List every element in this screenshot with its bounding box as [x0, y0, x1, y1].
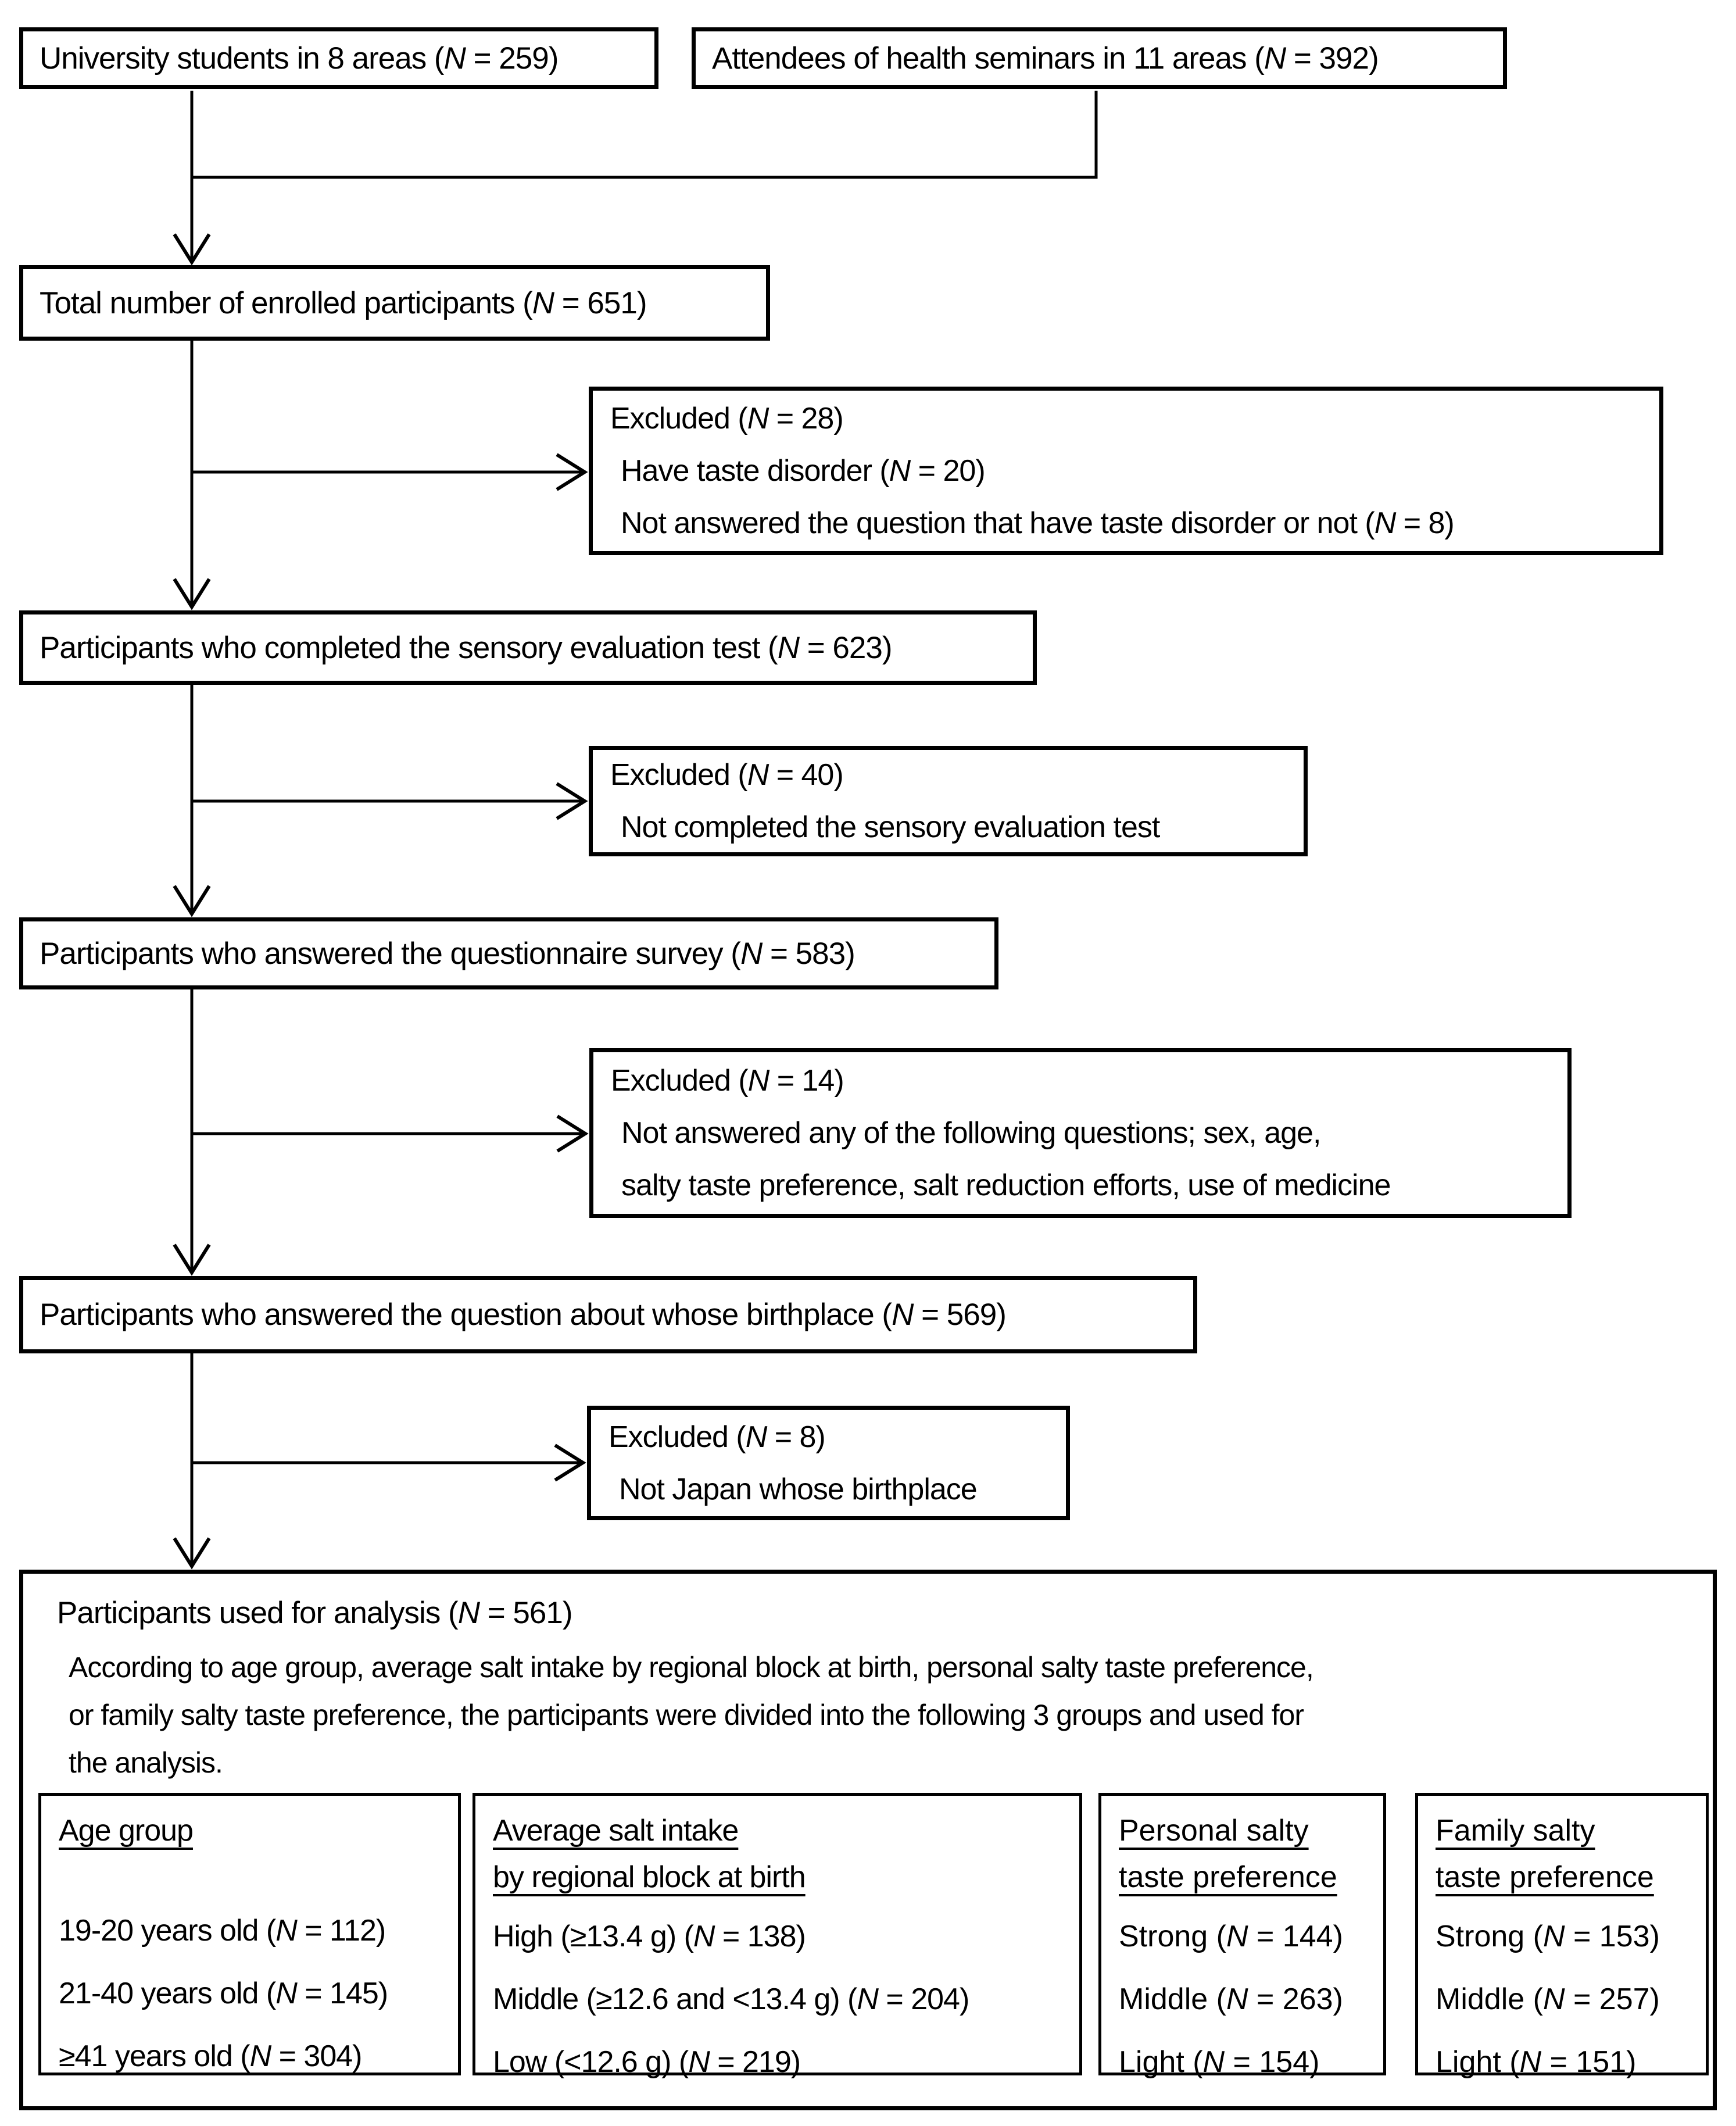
- step-box-sensory-evaluation: Participants who completed the sensory e…: [19, 610, 1037, 685]
- group-line: Middle (≥12.6 and <13.4 g) (N = 204): [493, 1982, 969, 2016]
- group-line: Strong (N = 153): [1436, 1920, 1660, 1953]
- group-line: Light (N = 154): [1119, 2045, 1320, 2079]
- excluded-title: Excluded (N = 14): [611, 1064, 844, 1098]
- group-line: Light (N = 151): [1436, 2045, 1637, 2079]
- group-title-line: Average salt intake: [493, 1814, 739, 1848]
- group-title-line: Age group: [59, 1814, 194, 1848]
- group-line: High (≥13.4 g) (N = 138): [493, 1920, 806, 1953]
- merge-line-from-seminars: [193, 91, 1098, 179]
- step-box-birthplace-question: Participants who answered the question a…: [19, 1276, 1197, 1353]
- group-box-age-group: Age group 19-20 years old (N = 112) 21-4…: [38, 1793, 461, 2075]
- group-line: ≥41 years old (N = 304): [59, 2039, 363, 2073]
- excluded-box-taste-disorder: Excluded (N = 28) Have taste disorder (N…: [589, 387, 1663, 555]
- group-box-average-salt-intake: Average salt intake by regional block at…: [473, 1793, 1082, 2079]
- excluded-reason: Have taste disorder (N = 20): [621, 454, 986, 488]
- group-box-family-salty-taste: Family salty taste preference Strong (N …: [1415, 1793, 1709, 2079]
- step-label: Participants who answered the question a…: [40, 1298, 1007, 1332]
- source-box-university-students: University students in 8 areas (N = 259): [19, 27, 658, 89]
- final-analysis-description: According to age group, average salt int…: [69, 1643, 1713, 1786]
- group-title-line: taste preference: [1436, 1860, 1654, 1894]
- excluded-title: Excluded (N = 28): [610, 402, 844, 435]
- excluded-box-unanswered-questions: Excluded (N = 14) Not answered any of th…: [589, 1048, 1572, 1218]
- group-title: Age group: [59, 1807, 458, 1895]
- step-box-total-enrolled: Total number of enrolled participants (N…: [19, 265, 770, 341]
- excluded-reason: Not Japan whose birthplace: [619, 1472, 978, 1506]
- description-line: According to age group, average salt int…: [69, 1651, 1314, 1684]
- excluded-box-not-japan-birthplace: Excluded (N = 8) Not Japan whose birthpl…: [587, 1406, 1070, 1520]
- group-line: 21-40 years old (N = 145): [59, 1977, 388, 2010]
- group-line: Middle (N = 263): [1119, 1982, 1343, 2016]
- description-line: the analysis.: [69, 1746, 223, 1779]
- group-title-line: by regional block at birth: [493, 1860, 806, 1894]
- group-title: Personal salty taste preference: [1119, 1807, 1383, 1900]
- source-label: Attendees of health seminars in 11 areas…: [712, 41, 1379, 76]
- excluded-reason: Not answered the question that have tast…: [621, 506, 1455, 540]
- step-label: Participants who completed the sensory e…: [40, 630, 892, 665]
- excluded-box-sensory-incomplete: Excluded (N = 40) Not completed the sens…: [589, 746, 1308, 856]
- excluded-title: Excluded (N = 40): [610, 758, 844, 792]
- group-title-line: Family salty: [1436, 1814, 1595, 1848]
- source-box-health-seminars: Attendees of health seminars in 11 areas…: [692, 27, 1507, 89]
- group-line: Strong (N = 144): [1119, 1920, 1343, 1953]
- group-title: Average salt intake by regional block at…: [493, 1807, 1079, 1900]
- excluded-reason: Not completed the sensory evaluation tes…: [621, 810, 1160, 844]
- group-box-personal-salty-taste: Personal salty taste preference Strong (…: [1098, 1793, 1386, 2079]
- excluded-reason: Not answered any of the following questi…: [621, 1116, 1321, 1150]
- group-title-line: Personal salty: [1119, 1814, 1309, 1848]
- group-line: 19-20 years old (N = 112): [59, 1914, 386, 1948]
- excluded-title: Excluded (N = 8): [609, 1420, 826, 1454]
- group-title: Family salty taste preference: [1436, 1807, 1706, 1900]
- final-analysis-box: Participants used for analysis (N = 561)…: [19, 1570, 1717, 2110]
- step-box-questionnaire-survey: Participants who answered the questionna…: [19, 917, 998, 989]
- description-line: or family salty taste preference, the pa…: [69, 1699, 1304, 1731]
- group-line: Low (<12.6 g) (N = 219): [493, 2045, 801, 2079]
- step-label: Participants who answered the questionna…: [40, 936, 856, 971]
- final-analysis-title: Participants used for analysis (N = 561): [57, 1596, 572, 1630]
- source-label: University students in 8 areas (N = 259): [40, 41, 559, 76]
- step-label: Total number of enrolled participants (N…: [40, 285, 647, 320]
- group-title-line: taste preference: [1119, 1860, 1337, 1894]
- excluded-reason: salty taste preference, salt reduction e…: [621, 1169, 1391, 1202]
- group-line: Middle (N = 257): [1436, 1982, 1660, 2016]
